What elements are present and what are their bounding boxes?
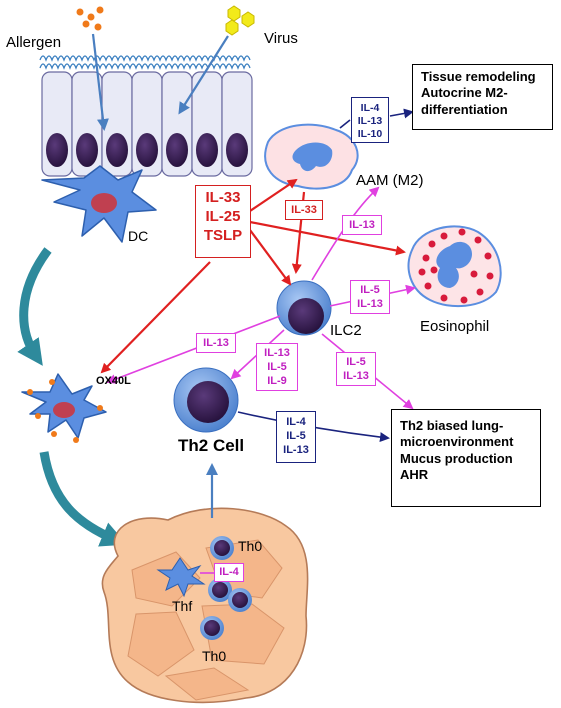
ilc2-th2-il5: IL-5 xyxy=(267,360,287,373)
il13-dc-box-text: IL-13 xyxy=(203,337,229,349)
aam-tissue-box: IL-4 IL-13 IL-10 xyxy=(351,97,389,143)
ilc2-th2-il13: IL-13 xyxy=(264,347,290,359)
lymph-il4-text: IL-4 xyxy=(219,566,239,578)
teal-arrow-dc-to-activated xyxy=(17,247,52,366)
ilc2-lung-il13: IL-13 xyxy=(343,369,369,382)
aam-tissue-il13: IL-13 xyxy=(357,115,383,128)
tissue-line-1: Tissue remodeling xyxy=(421,69,536,84)
th2-lung-il5: IL-5 xyxy=(286,429,306,442)
thf-cell xyxy=(156,557,206,598)
alarmin-tslp: TSLP xyxy=(203,226,243,244)
virus-particles xyxy=(225,5,255,36)
ilc2-eos-box: IL-5 IL-13 xyxy=(350,280,390,314)
allergen-label: Allergen xyxy=(6,34,62,51)
th2-lung-il4: IL-4 xyxy=(286,416,306,428)
il33-box: IL-33 xyxy=(285,200,323,220)
epithelium xyxy=(39,55,253,177)
il13-aam-box: IL-13 xyxy=(342,215,382,235)
eosinophil-label: Eosinophil xyxy=(420,318,490,335)
il13-aam-box-text: IL-13 xyxy=(349,219,375,231)
alarmin-il33: IL-33 xyxy=(205,189,241,206)
ilc2-label: ILC2 xyxy=(330,322,362,339)
aam-macrophage xyxy=(264,123,359,190)
virus-label: Virus xyxy=(264,30,298,47)
alarmins-box: IL-33 IL-25 TSLP xyxy=(195,185,251,258)
lung-line-4: AHR xyxy=(400,466,429,482)
virus-arrow xyxy=(178,35,229,115)
aam-tissue-il10: IL-10 xyxy=(357,128,383,141)
lymph-il4-box: IL-4 xyxy=(214,563,244,582)
lung-environment-box: Th2 biased lung- microenvironment Mucus … xyxy=(391,409,541,507)
lung-line-2: microenvironment xyxy=(400,434,514,450)
aam-label: AAM (M2) xyxy=(356,172,424,189)
eosinophil xyxy=(407,225,502,308)
th2-lung-il13: IL-13 xyxy=(283,443,309,456)
lymph-node xyxy=(101,507,309,704)
alarmin-il25: IL-25 xyxy=(205,207,241,225)
th2-lung-box: IL-4 IL-5 IL-13 xyxy=(276,411,316,463)
ilc2-lung-box: IL-5 IL-13 xyxy=(336,352,376,386)
allergen-arrow xyxy=(91,33,109,131)
th0-top-label: Th0 xyxy=(238,538,263,554)
dc-label: DC xyxy=(128,228,149,244)
tissue-line-3: differentiation xyxy=(421,101,508,117)
teal-arrow-to-lymph-node xyxy=(39,451,128,547)
ilc2-eos-il5: IL-5 xyxy=(360,284,380,296)
ilc2-lung-il5: IL-5 xyxy=(346,356,366,368)
ilc2-th2-il9: IL-9 xyxy=(267,374,287,387)
tissue-line-2: Autocrine M2- xyxy=(421,85,508,101)
dendritic-cell xyxy=(41,165,157,243)
ilc2-th2-box: IL-13 IL-5 IL-9 xyxy=(256,343,298,391)
th0-cells xyxy=(200,536,252,640)
lung-line-3: Mucus production xyxy=(400,450,513,466)
th2-cell xyxy=(173,367,239,433)
th2-cell-label: Th2 Cell xyxy=(178,436,245,455)
ox40l-label: OX40L xyxy=(96,375,131,387)
activated-dendritic-cell xyxy=(21,373,107,443)
allergen-particles xyxy=(76,6,104,31)
lung-line-1: Th2 biased lung- xyxy=(400,418,504,433)
il33-box-text: IL-33 xyxy=(291,204,317,216)
tissue-remodeling-box: Tissue remodeling Autocrine M2- differen… xyxy=(412,64,553,130)
aam-tissue-il4: IL-4 xyxy=(360,102,380,114)
ilc2-cell xyxy=(276,280,332,336)
il13-dc-box: IL-13 xyxy=(196,333,236,353)
thf-label: Thf xyxy=(172,598,193,614)
ilc2-eos-il13: IL-13 xyxy=(357,297,383,310)
th0-bottom-label: Th0 xyxy=(202,648,227,664)
